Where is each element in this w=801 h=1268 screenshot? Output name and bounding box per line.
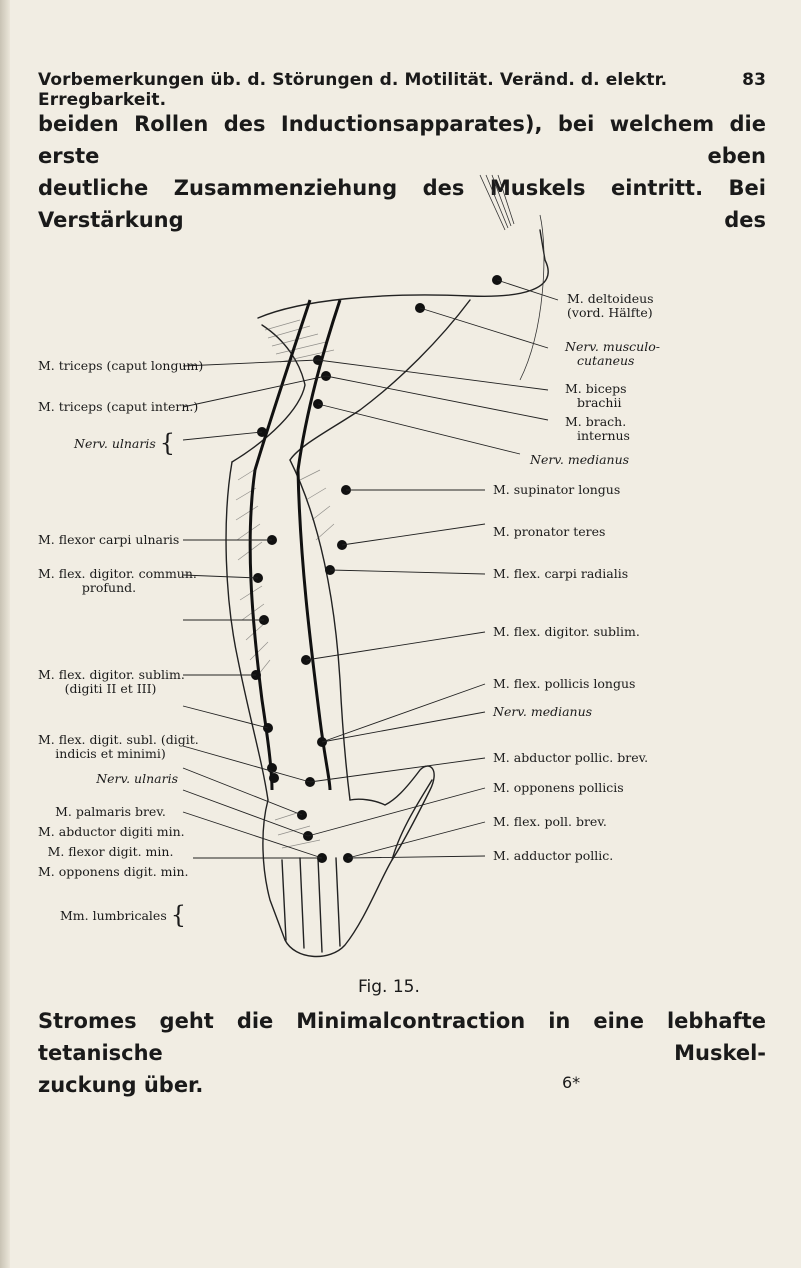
label-abductor-pollic-brev: M. abductor pollic. brev. <box>493 750 649 765</box>
paragraph-bottom-line-2: zuckung über. <box>38 1073 204 1097</box>
running-head: Vorbemerkungen üb. d. Störungen d. Motil… <box>38 70 766 110</box>
label-flex-carpi-radialis: M. flex. carpi radialis <box>493 566 629 581</box>
label-flex-digitor-sublim-2-3: M. flex. digitor. sublim. (digiti II et … <box>38 667 185 696</box>
label-flex-digitor-profund: M. flex. digitor. commun. profund. <box>38 566 197 595</box>
nerve-tracks <box>248 299 342 791</box>
label-brach-internus: M. brach. internus <box>565 414 630 443</box>
label-nerv-ulnaris-1: Nerv. ulnaris { <box>74 429 176 457</box>
label-lumbricales: Mm. lumbricales { <box>60 901 187 929</box>
label-nerv-ulnaris-2: Nerv. ulnaris <box>96 771 178 786</box>
nerve-medianus-track <box>296 299 342 791</box>
label-triceps-longum: M. triceps (caput longum) <box>38 358 204 373</box>
label-opponens-pollicis: M. opponens pollicis <box>493 780 624 795</box>
upper-arm-outer <box>289 299 471 461</box>
label-opponens-digit-min: M. opponens digit. min. <box>38 864 189 879</box>
finger-lines <box>281 857 341 953</box>
running-head-title: Vorbemerkungen üb. d. Störungen d. Motil… <box>38 70 668 110</box>
label-flexor-carpi-ulnaris: M. flexor carpi ulnaris <box>38 532 180 547</box>
nerve-ulnaris-track <box>248 299 312 791</box>
paragraph-bottom-line-1: Stromes geht die Minimalcontraction in e… <box>38 1009 766 1065</box>
label-supinator-longus: M. supinator longus <box>493 482 621 497</box>
label-abductor-digiti-min: M. abductor digiti min. <box>38 824 185 839</box>
page-edge-shadow <box>0 0 10 1268</box>
hand-outline <box>262 765 435 958</box>
paragraph-bottom: Stromes geht die Minimalcontraction in e… <box>38 1005 766 1101</box>
leader-lines-left <box>182 359 327 859</box>
label-nerv-musculocutaneus: Nerv. musculo- cutaneus <box>565 339 660 368</box>
upper-arm-outline <box>257 229 549 319</box>
forearm-radial-edge <box>289 459 351 801</box>
label-pronator-teres: M. pronator teres <box>493 524 606 539</box>
label-flex-digit-subl-indicis: M. flex. digit. subl. (digit. indicis et… <box>38 732 199 761</box>
paragraph-top-line-2: deutliche Zusammenziehung des Muskels ei… <box>38 176 766 232</box>
label-flex-poll-brev: M. flex. poll. brev. <box>493 814 607 829</box>
label-palmaris-brev: M. palmaris brev. <box>55 804 166 819</box>
label-flex-pollicis-longus: M. flex. pollicis longus <box>493 676 636 691</box>
arm-illustration <box>225 229 549 958</box>
paragraph-top: beiden Rollen des Inductionsapparates), … <box>38 108 766 236</box>
label-biceps: M. biceps brachii <box>565 381 627 410</box>
signature-mark: 6* <box>562 1073 581 1092</box>
thumb-outline <box>391 779 433 861</box>
forearm-ulnar-edge <box>225 461 269 801</box>
paragraph-top-line-1: beiden Rollen des Inductionsapparates), … <box>38 112 766 168</box>
label-nerv-medianus-1: Nerv. medianus <box>530 452 630 467</box>
label-flex-digitor-sublim: M. flex. digitor. sublim. <box>493 624 640 639</box>
label-nerv-medianus-2: Nerv. medianus <box>493 704 593 719</box>
label-triceps-intern: M. triceps (caput intern.) <box>38 399 199 414</box>
figure-caption: Fig. 15. <box>358 977 420 997</box>
upper-arm-inner <box>231 324 306 463</box>
label-adductor-pollic: M. adductor pollic. <box>493 848 614 863</box>
electrode-sketch <box>479 174 545 381</box>
label-deltoideus: M. deltoideus (vord. Hälfte) <box>567 291 654 320</box>
label-flexor-digit-min: M. flexor digit. min. <box>47 844 174 859</box>
leader-lines-right <box>305 279 559 859</box>
page-number: 83 <box>742 70 766 90</box>
